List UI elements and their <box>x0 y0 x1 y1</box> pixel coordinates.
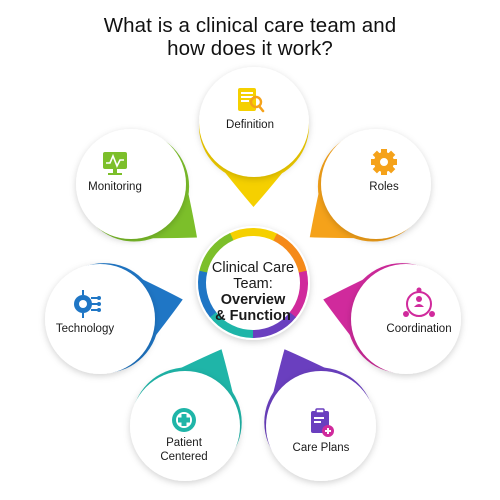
title-line-1: What is a clinical care team and <box>103 14 397 37</box>
document-search-icon <box>238 88 265 113</box>
node-label-patient-centered-line-2: Centered <box>160 451 207 463</box>
node-label-definition: Definition <box>226 119 274 131</box>
node-disc-definition <box>199 67 309 177</box>
node-roles: Roles <box>309 129 431 242</box>
node-disc-coordination <box>351 264 461 374</box>
node-label-monitoring: Monitoring <box>88 181 142 193</box>
circuit-chip-icon <box>74 290 101 318</box>
center-ring-segment <box>199 232 234 273</box>
monitor-chart-icon <box>103 152 127 175</box>
center-label-line-4: & Function <box>215 308 291 324</box>
node-label-technology: Technology <box>56 323 114 335</box>
node-label-coordination: Coordination <box>386 323 451 335</box>
center-ring-segment <box>289 270 308 319</box>
node-coordination: Coordination <box>323 263 461 374</box>
title-line-2: how does it work? <box>167 37 333 60</box>
center-ring-segment <box>209 311 254 338</box>
center-ring-segment <box>251 312 296 338</box>
center-ring-segment <box>273 233 307 274</box>
center-ring-segment <box>198 269 217 318</box>
node-disc-technology <box>45 264 155 374</box>
node-disc-roles <box>321 129 431 239</box>
node-care-plans: Care Plans <box>264 349 376 481</box>
team-network-icon <box>403 287 435 317</box>
center-label-line-2: Team: <box>233 276 273 292</box>
center-hub: Clinical Care Team: Overview & Function <box>196 226 310 340</box>
center-label-line-1: Clinical Care <box>212 260 294 276</box>
center-ring-segment <box>229 228 278 242</box>
node-label-patient-centered-line-1: Patient <box>166 437 203 449</box>
center-label-line-3: Overview <box>221 292 286 308</box>
node-label-roles: Roles <box>369 181 399 193</box>
node-label-care-plans: Care Plans <box>293 442 350 454</box>
medical-cross-icon <box>172 408 196 432</box>
node-definition: Definition <box>198 67 309 207</box>
gear-icon <box>371 149 397 175</box>
node-monitoring: Monitoring <box>76 129 198 242</box>
node-technology: Technology <box>45 263 183 374</box>
center-ring <box>198 228 308 338</box>
clipboard-plus-icon <box>311 408 334 437</box>
